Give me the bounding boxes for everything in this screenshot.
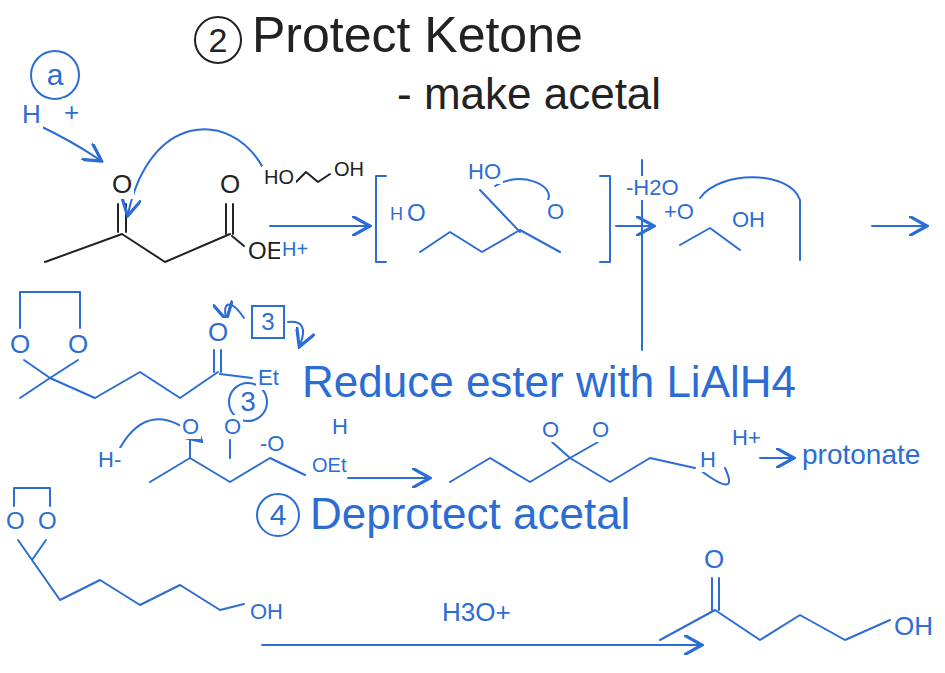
note-text: H- [96, 448, 123, 472]
note-text: O [110, 170, 134, 199]
note-text: O [4, 508, 27, 534]
note-text: Deprotect acetal [308, 490, 632, 538]
circled-number: 2 [194, 16, 242, 64]
note-text: -H2O [624, 176, 681, 200]
note-text: O [8, 330, 32, 359]
note-text: H+ [730, 426, 763, 450]
mechanism-ink [14, 126, 925, 645]
note-text: + [62, 98, 81, 127]
note-text: OEt [310, 454, 348, 476]
note-text: +O [662, 200, 696, 224]
note-text: OH [248, 600, 285, 624]
note-text: OH [892, 612, 935, 641]
note-text: - make acetal [395, 70, 663, 118]
note-text: O [206, 318, 230, 347]
note-text: O [545, 200, 566, 224]
circled-number: 4 [256, 493, 300, 537]
note-text: OH [730, 208, 767, 232]
note-text: H [20, 100, 43, 129]
note-text: H+ [280, 238, 310, 260]
step-number: a [47, 60, 64, 90]
step-number: 3 [261, 310, 274, 334]
note-text: H3O+ [440, 598, 513, 627]
note-text: H [388, 205, 405, 225]
note-text: O [590, 418, 611, 442]
note-text: H [698, 448, 718, 472]
note-text: O [218, 170, 242, 199]
note-text: O [540, 418, 561, 442]
note-text: O [66, 330, 90, 359]
note-text: O [222, 415, 243, 439]
note-text: protonate [800, 440, 922, 471]
note-text: HO [262, 166, 296, 188]
note-text: H [330, 415, 350, 439]
note-text: O [180, 415, 201, 439]
heading: Protect Ketone [250, 8, 585, 63]
note-text: Et [256, 366, 281, 390]
note-text: O [702, 545, 726, 574]
step-number: 2 [209, 23, 228, 57]
step-number-box: 3 [251, 305, 285, 339]
note-text: O [405, 200, 428, 226]
note-text: -O [258, 432, 286, 456]
step-number: 3 [240, 388, 256, 416]
note-text: O [36, 508, 59, 534]
circled-number: a [30, 50, 80, 100]
note-text: HO [466, 160, 503, 184]
step-number: 4 [270, 500, 287, 530]
note-text: Reduce ester with LiAlH4 [300, 358, 798, 406]
note-text: OH [332, 158, 366, 180]
